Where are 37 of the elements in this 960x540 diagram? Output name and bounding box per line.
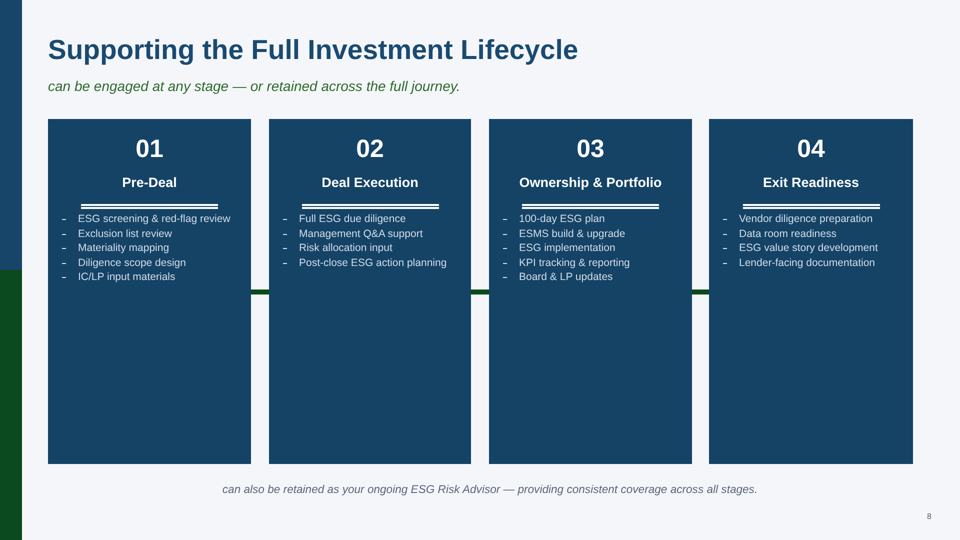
bullet-item: ESMS build & upgrade (503, 226, 626, 241)
bullet-item: Vendor diligence preparation (723, 212, 873, 226)
stage-card (48, 119, 251, 464)
stage-number: 03 (576, 135, 604, 163)
stage-number: 01 (136, 135, 164, 163)
stage-number: 02 (356, 135, 384, 163)
slide-title: Supporting the Full Investment Lifecycle (48, 34, 578, 66)
stage-card (269, 119, 471, 464)
bullet-item: ESG screening & red-flag review (62, 212, 230, 226)
stage-title: Deal Execution (322, 175, 418, 191)
footer-note: can also be retained as your ongoing ESG Risk Advisor — providing consistent coverage across all stages. (222, 484, 758, 496)
bullet-item: Management Q&A support (283, 226, 423, 241)
bullet-item: Lender-facing documentation (723, 256, 876, 270)
bullet-item: KPI tracking & reporting (503, 256, 630, 270)
bullet-item: IC/LP input materials (62, 270, 176, 284)
connector-line (692, 290, 709, 294)
stage-number: 04 (797, 135, 825, 163)
bullet-item: Post-close ESG action planning (283, 256, 447, 270)
connector-line (251, 290, 269, 294)
connector-line (471, 290, 489, 294)
bullet-item: Risk allocation input (283, 241, 392, 256)
bullet-item: Exclusion list review (62, 226, 172, 241)
bullet-item: Board & LP updates (503, 270, 613, 284)
stage-card (489, 119, 692, 464)
stage-title: Ownership & Portfolio (519, 175, 662, 191)
bullet-item: ESG value story development (723, 241, 878, 256)
subtitle: can be engaged at any stage — or retained across the full journey. (48, 78, 460, 94)
bullet-item: 100-day ESG plan (503, 212, 605, 226)
stage-title: Pre-Deal (122, 175, 177, 191)
bullet-item: Data room readiness (723, 226, 836, 241)
page-number: 8 (927, 512, 932, 521)
bullet-item: Materiality mapping (62, 241, 170, 256)
bullet-item: Full ESG due diligence (283, 212, 406, 226)
bullet-item: ESG implementation (503, 241, 616, 256)
stage-card (709, 119, 913, 464)
stage-title: Exit Readiness (762, 175, 860, 191)
bullet-item: Diligence scope design (62, 256, 186, 270)
